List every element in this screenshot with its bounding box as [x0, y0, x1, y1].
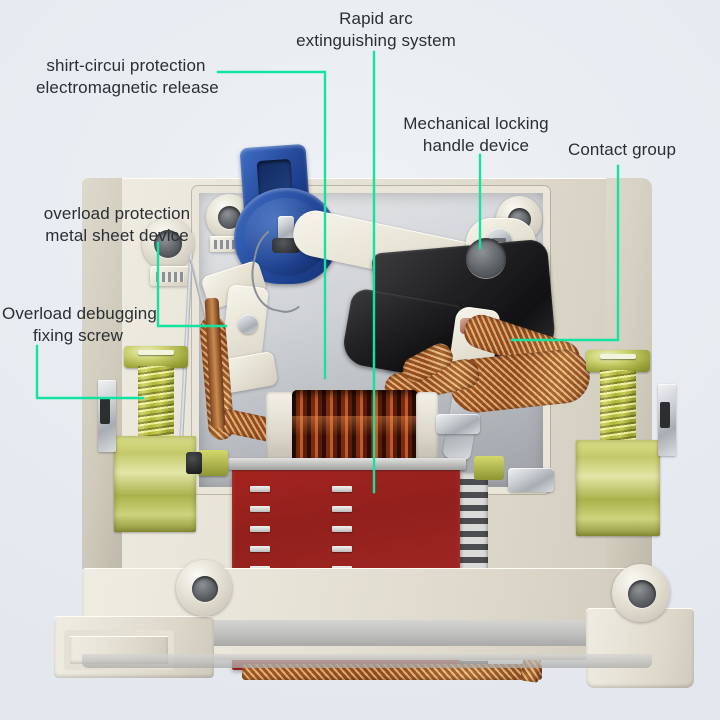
- left-terminal-slot: [100, 398, 110, 424]
- arc-splitter-plate: [332, 546, 352, 552]
- label-mechanical-locking-handle: Mechanical locking handle device: [403, 114, 549, 156]
- solenoid-bobbin-right: [416, 392, 438, 464]
- arc-splitter-plate: [250, 546, 270, 552]
- right-terminal-screw-thread: [600, 370, 636, 442]
- adjust-screw-left[interactable]: [198, 450, 228, 476]
- solenoid-plunger: [436, 414, 480, 434]
- solenoid-bobbin-left: [266, 392, 294, 464]
- adjust-screw-right[interactable]: [474, 456, 504, 480]
- label-overload-debugging-fixing-screw: Overload debugging fixing screw: [2, 304, 157, 346]
- arc-splitter-plate: [250, 486, 270, 492]
- base-shadow-strip: [82, 654, 652, 668]
- arc-chute-top-edge: [228, 458, 466, 470]
- lower-right-bore: [628, 580, 656, 608]
- right-terminal-screw-slot: [600, 354, 636, 359]
- left-terminal-screw-thread: [138, 366, 174, 438]
- black-lever-hole: [466, 238, 506, 278]
- left-terminal-clamp: [114, 436, 196, 532]
- armature-guide-teeth: [156, 272, 184, 282]
- label-overload-protection-metal-sheet: overload protection metal sheet device: [43, 204, 191, 246]
- arc-splitter-plate: [332, 506, 352, 512]
- right-terminal-clamp: [576, 440, 660, 536]
- din-rail-channel: [198, 620, 618, 646]
- arc-splitter-plate: [250, 506, 270, 512]
- arc-splitter-plate: [332, 486, 352, 492]
- left-terminal-screw-slot: [138, 350, 174, 355]
- adjust-screw-left-cap: [186, 452, 202, 474]
- arc-splitter-plate: [332, 526, 352, 532]
- right-terminal-slot: [660, 402, 670, 428]
- solenoid-coil-highlight: [292, 416, 418, 436]
- latch-pivot-screw: [238, 314, 258, 334]
- label-contact-group: Contact group: [567, 140, 677, 159]
- arc-splitter-plate: [250, 526, 270, 532]
- lower-left-bore: [192, 576, 218, 602]
- bracket-right-lower: [508, 468, 554, 492]
- solenoid-coil: [292, 390, 418, 466]
- label-rapid-arc-extinguishing: Rapid arc extinguishing system: [296, 9, 456, 51]
- mechanism-arm-pivot-slot: [492, 238, 506, 242]
- label-short-circuit-protection: shirt-circui protection electromagnetic …: [36, 56, 219, 98]
- copper-busbar-bottom: [242, 664, 542, 680]
